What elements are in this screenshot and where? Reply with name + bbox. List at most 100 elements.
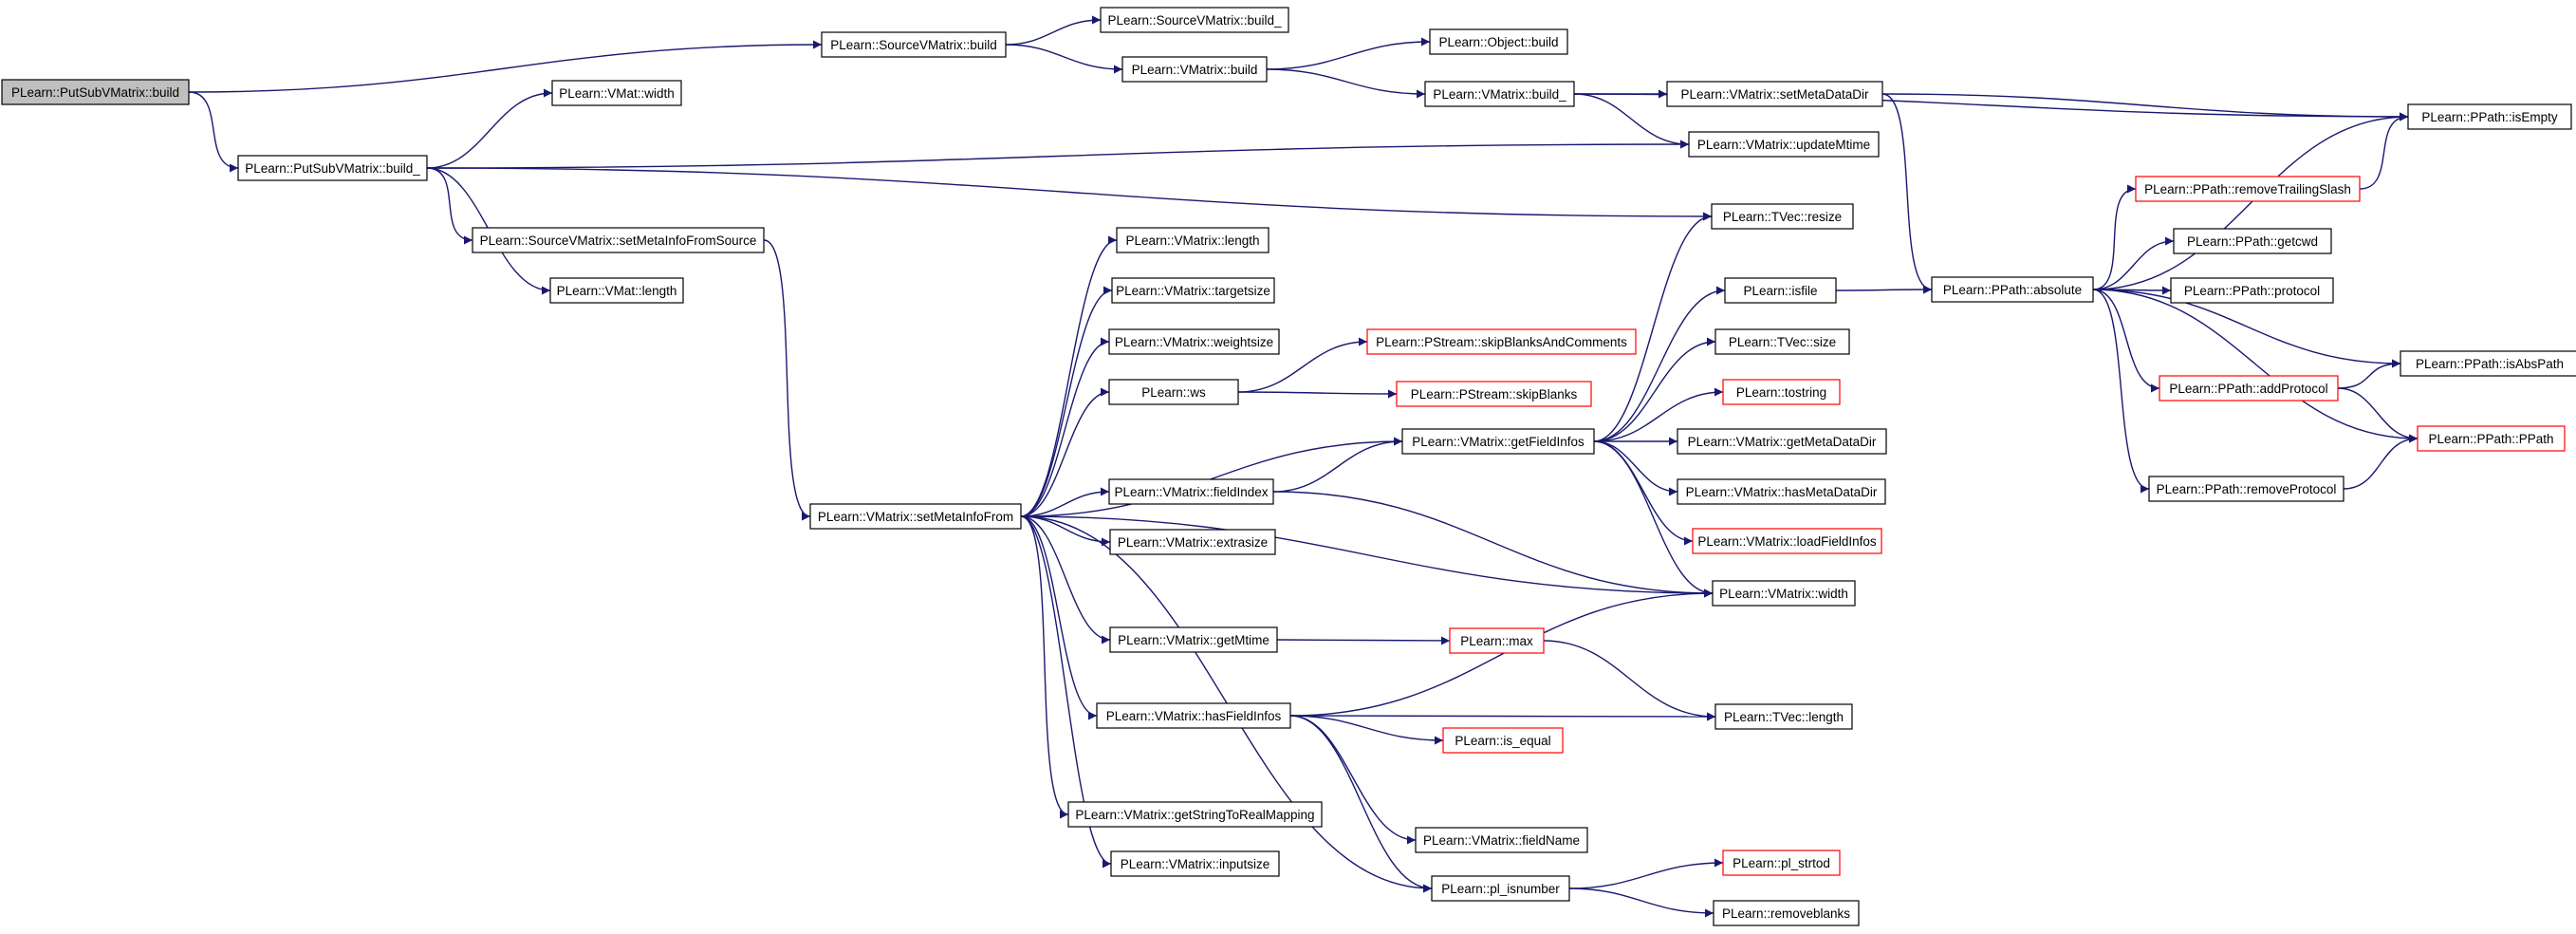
graph-node-vm-build[interactable]: PLearn::VMatrix::build (1121, 56, 1268, 83)
call-edge (1272, 491, 1714, 598)
graph-node-tvec-length[interactable]: PLearn::TVec::length (1714, 703, 1853, 730)
call-edge (1237, 337, 1368, 393)
graph-node-rmprotocol[interactable]: PLearn::PPath::removeProtocol (2148, 476, 2344, 502)
node-box (1712, 580, 1856, 607)
graph-node-tostring[interactable]: PLearn::tostring (1722, 379, 1841, 405)
node-label: PLearn::PPath::protocol (2184, 284, 2320, 298)
call-edge (1276, 636, 1451, 645)
call-edge (426, 140, 1690, 169)
call-edge (1020, 515, 1111, 644)
graph-node-getmtime[interactable]: PLearn::VMatrix::getMtime (1109, 626, 1278, 653)
node-box (1713, 900, 1860, 926)
node-box (1109, 529, 1276, 555)
graph-node-inputsize[interactable]: PLearn::VMatrix::inputsize (1110, 850, 1280, 877)
graph-node-hasfieldinfos[interactable]: PLearn::VMatrix::hasFieldInfos (1096, 702, 1291, 729)
call-edge (2092, 289, 2418, 443)
node-label: PLearn::VMatrix::width (1719, 587, 1848, 601)
node-label: PLearn::VMatrix::extrasize (1118, 535, 1268, 550)
node-box (2407, 103, 2572, 130)
graph-node-src-setmeta[interactable]: PLearn::SourceVMatrix::setMetaInfoFromSo… (472, 227, 765, 253)
call-edge (1005, 15, 1102, 46)
node-label: PLearn::isfile (1743, 284, 1817, 298)
node-label: PLearn::VMatrix::build_ (1433, 87, 1566, 102)
node-box (1108, 478, 1274, 505)
graph-node-isabspath[interactable]: PLearn::PPath::isAbsPath (2400, 350, 2576, 377)
node-box (1121, 56, 1268, 83)
node-box (1677, 478, 1886, 505)
graph-node-max[interactable]: PLearn::max (1449, 627, 1545, 654)
graph-node-skipbc[interactable]: PLearn::PStream::skipBlanksAndComments (1366, 328, 1637, 355)
graph-node-getcwd[interactable]: PLearn::PPath::getcwd (2173, 228, 2332, 254)
node-label: PLearn::PPath::addProtocol (2169, 382, 2327, 396)
node-label: PLearn::VMatrix::getMetaDataDir (1688, 435, 1877, 449)
call-edge (1543, 640, 1716, 721)
graph-node-getstrmap[interactable]: PLearn::VMatrix::getStringToRealMapping (1067, 801, 1323, 828)
graph-node-weightsize[interactable]: PLearn::VMatrix::weightsize (1108, 328, 1280, 355)
node-box (2400, 350, 2576, 377)
graph-node-isfile[interactable]: PLearn::isfile (1724, 277, 1837, 304)
graph-node-targetsize[interactable]: PLearn::VMatrix::targetsize (1111, 277, 1275, 304)
graph-node-fieldname[interactable]: PLearn::VMatrix::fieldName (1415, 827, 1588, 853)
call-edge (1020, 387, 1110, 517)
call-edge (1020, 515, 1112, 869)
graph-node-absolute[interactable]: PLearn::PPath::absolute (1931, 276, 2094, 303)
node-layer: PLearn::PutSubVMatrix::buildPLearn::Sour… (1, 7, 2576, 926)
graph-node-vmat-length[interactable]: PLearn::VMat::length (549, 277, 684, 304)
graph-node-extrasize[interactable]: PLearn::VMatrix::extrasize (1109, 529, 1276, 555)
graph-node-psub-build[interactable]: PLearn::PutSubVMatrix::build (1, 79, 190, 105)
graph-node-rmtrailing[interactable]: PLearn::PPath::removeTrailingSlash (2135, 176, 2361, 202)
graph-node-hasmetadir[interactable]: PLearn::VMatrix::hasMetaDataDir (1677, 478, 1886, 505)
call-edge (2343, 434, 2418, 490)
call-edge (2092, 236, 2175, 290)
node-box (1110, 850, 1280, 877)
node-box (1096, 702, 1291, 729)
call-edge (2092, 289, 2160, 393)
graph-node-strtod[interactable]: PLearn::pl_strtod (1722, 850, 1841, 876)
node-box (1109, 626, 1278, 653)
graph-node-vmat-width[interactable]: PLearn::VMat::width (551, 80, 682, 106)
node-box (1431, 875, 1570, 902)
graph-node-setmetadir[interactable]: PLearn::VMatrix::setMetaDataDir (1666, 81, 1883, 107)
node-box (1366, 328, 1637, 355)
graph-node-psub-build-[interactable]: PLearn::PutSubVMatrix::build_ (237, 155, 428, 181)
node-box (2135, 176, 2361, 202)
node-box (1722, 379, 1841, 405)
graph-node-src-build-[interactable]: PLearn::SourceVMatrix::build_ (1100, 7, 1289, 33)
call-edge (1881, 93, 2409, 121)
node-label: PLearn::VMatrix::length (1125, 234, 1259, 248)
call-edge (2092, 184, 2137, 290)
graph-node-vm-build-[interactable]: PLearn::VMatrix::build_ (1424, 81, 1575, 107)
graph-node-setmetafrom[interactable]: PLearn::VMatrix::setMetaInfoFrom (809, 503, 1022, 530)
node-label: PLearn::TVec::size (1729, 335, 1836, 349)
graph-node-ws[interactable]: PLearn::ws (1108, 379, 1239, 405)
graph-node-protocol[interactable]: PLearn::PPath::protocol (2170, 277, 2334, 304)
graph-node-obj-build[interactable]: PLearn::Object::build (1429, 28, 1568, 55)
graph-node-src-build[interactable]: PLearn::SourceVMatrix::build (821, 31, 1007, 58)
graph-node-tvec-size[interactable]: PLearn::TVec::size (1714, 328, 1850, 355)
graph-node-isempty[interactable]: PLearn::PPath::isEmpty (2407, 103, 2572, 130)
call-edge (1289, 715, 1433, 893)
graph-node-getfieldinfos[interactable]: PLearn::VMatrix::getFieldInfos (1401, 428, 1595, 455)
node-box (472, 227, 765, 253)
graph-node-removeblanks[interactable]: PLearn::removeblanks (1713, 900, 1860, 926)
node-label: PLearn::VMatrix::fieldIndex (1114, 485, 1268, 499)
graph-node-getmetadir[interactable]: PLearn::VMatrix::getMetaDataDir (1677, 428, 1887, 455)
graph-node-isnumber[interactable]: PLearn::pl_isnumber (1431, 875, 1570, 902)
graph-node-ppath[interactable]: PLearn::PPath::PPath (2417, 425, 2566, 452)
graph-node-loadfieldinfos[interactable]: PLearn::VMatrix::loadFieldInfos (1692, 528, 1882, 554)
graph-node-skipblanks[interactable]: PLearn::PStream::skipBlanks (1396, 381, 1592, 407)
call-edge (2092, 112, 2409, 290)
graph-node-tvec-resize[interactable]: PLearn::TVec::resize (1711, 203, 1854, 230)
graph-node-isequal[interactable]: PLearn::is_equal (1442, 727, 1564, 754)
graph-node-updatemtime[interactable]: PLearn::VMatrix::updateMtime (1688, 131, 1880, 158)
node-label: PLearn::VMatrix::weightsize (1115, 335, 1273, 349)
graph-node-vm-length[interactable]: PLearn::VMatrix::length (1116, 227, 1269, 253)
graph-node-vm-width[interactable]: PLearn::VMatrix::width (1712, 580, 1856, 607)
call-edge (1005, 44, 1123, 74)
call-edge (1593, 440, 1678, 496)
graph-node-addprotocol[interactable]: PLearn::PPath::addProtocol (2159, 375, 2339, 402)
node-box (1688, 131, 1880, 158)
node-box (1, 79, 190, 105)
graph-node-fieldindex[interactable]: PLearn::VMatrix::fieldIndex (1108, 478, 1274, 505)
